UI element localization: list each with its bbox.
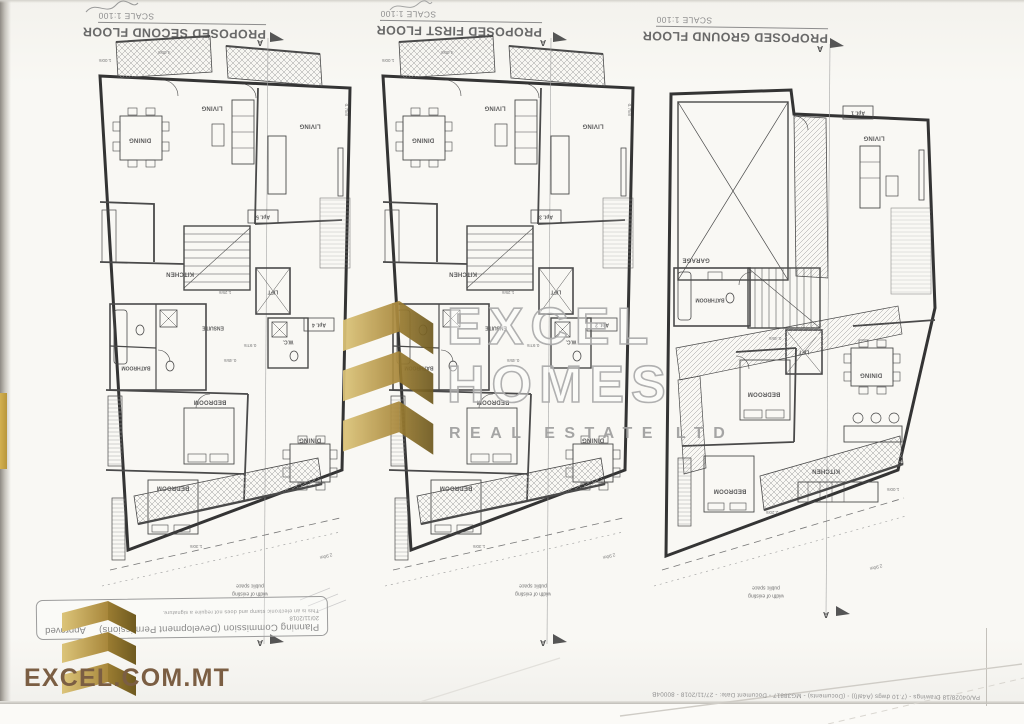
dim-right: 0.75m [627,104,632,117]
room-label-dining-2: DINING [299,436,321,442]
dim-bath-3: 0.45m [506,358,519,363]
floorplan-labels: A A 4.00m 1.00m 0.75m DINING LIVING LIVI… [98,38,348,648]
note-width-existing: width of existing [515,591,551,597]
dim-street: 2.90m [319,552,333,560]
room-label-lift: LIFT [551,289,562,295]
room-label-living: LIVING [201,104,222,110]
dim-top: 4.00m [157,50,170,55]
apartment-label-back: Apt. 2 [595,322,609,328]
note-public-space: public space [752,585,780,591]
room-label-lift: LIFT [268,289,279,295]
room-label-bedroom-2: BEDROOM [714,487,747,493]
dim-left: 1.00m [98,58,111,63]
floorplan-first-floor: A A 4.00m 1.00m 0.75m DINING LIVING LIVI… [381,30,635,648]
room-label-bedroom-1: BEDROOM [477,398,510,404]
room-label-living: LIVING [484,104,505,110]
room-label-bedroom-1: BEDROOM [194,398,227,404]
brand-website-text: EXCEL.COM.MT [24,664,231,692]
dim-top: 4.00m [440,50,453,55]
room-label-bathroom: BATHROOM [695,297,724,303]
dim-bottom: 2.20m [765,510,778,515]
room-label-bedroom-2: BEDROOM [157,484,190,490]
dim-bottom: 1.30m [189,544,202,549]
dim-bath-2: 0.97m [243,343,256,348]
apartment-label-front: Apt. 5 [256,214,270,220]
dim-bottom: 1.30m [472,544,485,549]
scan-edge-shadow-left [0,0,11,724]
room-label-kitchen: KITCHEN [449,270,477,276]
dim-bath-2: 0.97m [526,343,539,348]
apartment-label-front: Apt. 3 [539,214,553,220]
room-label-bathroom: BATHROOM [121,365,150,371]
room-label-dining-2: DINING [582,436,604,442]
note-width-existing: width of existing [748,593,784,599]
dim-lift: 0.45m [768,336,781,341]
room-label-dining: DINING [860,371,882,377]
room-label-dining: DINING [412,136,434,142]
section-marker-a-bottom: A [823,610,829,620]
section-marker-a-bottom: A [540,638,546,648]
section-marker-a-top: A [257,38,263,48]
room-label-living-2: LIVING [299,122,320,128]
dim-street: 2.90m [602,552,616,560]
room-label-bedroom-1: BEDROOM [748,390,781,396]
scanner-background [0,704,1024,724]
scan-edge-shadow-top [0,0,1024,3]
dim-right: 1.00m [886,487,899,492]
room-label-living: LIVING [863,134,884,140]
room-label-dining: DINING [129,136,151,142]
floorplan-geometry [652,36,937,618]
section-marker-a-top: A [540,38,546,48]
dim-bath-3: 0.45m [223,358,236,363]
dim-street: 2.90m [869,563,883,571]
room-label-bathroom: BATHROOM [404,365,433,371]
room-label-living-2: LIVING [582,122,603,128]
floorplan-second-floor: A A 4.00m 1.00m 0.75m DINING LIVING LIVI… [98,30,352,648]
floorplan-labels: A A GARAGE Apt. 1 LIVING BATHROOM LIFT 0… [682,44,899,620]
stamp-authority-text: Planning Commission (Development Permiss… [98,621,320,636]
floorplan-ground-floor: A A GARAGE Apt. 1 LIVING BATHROOM LIFT 0… [652,36,937,620]
room-label-lift: LIFT [799,349,810,355]
dim-right: 0.75m [344,104,349,117]
stamp-status-text: Approved [45,624,86,636]
note-width-existing: width of existing [232,591,268,597]
apartment-label: Apt. 1 [851,110,865,116]
room-label-bedroom-2: BEDROOM [440,484,473,490]
apartment-label-back: Apt. 4 [312,322,326,328]
floorplan-labels: A A 4.00m 1.00m 0.75m DINING LIVING LIVI… [381,38,631,648]
section-marker-a-top: A [817,44,823,54]
room-label-wc: W.C. [565,339,576,345]
planning-approval-stamp: Planning Commission (Development Permiss… [35,595,329,641]
dim-bath-1: 1.25m [218,290,231,295]
section-marker-a-bottom: A [257,638,263,648]
room-label-ensuite: ENSUITE [202,325,224,331]
room-label-garage: GARAGE [682,256,710,262]
note-public-space: public space [519,583,547,589]
note-public-space: public space [236,583,264,589]
room-label-kitchen: KITCHEN [812,467,840,473]
dim-left: 1.00m [381,58,394,63]
room-label-kitchen: KITCHEN [166,270,194,276]
dim-bath-1: 1.25m [501,290,514,295]
room-label-ensuite: ENSUITE [485,325,507,331]
room-label-wc: W.C. [282,339,293,345]
gold-index-tab [0,393,7,469]
